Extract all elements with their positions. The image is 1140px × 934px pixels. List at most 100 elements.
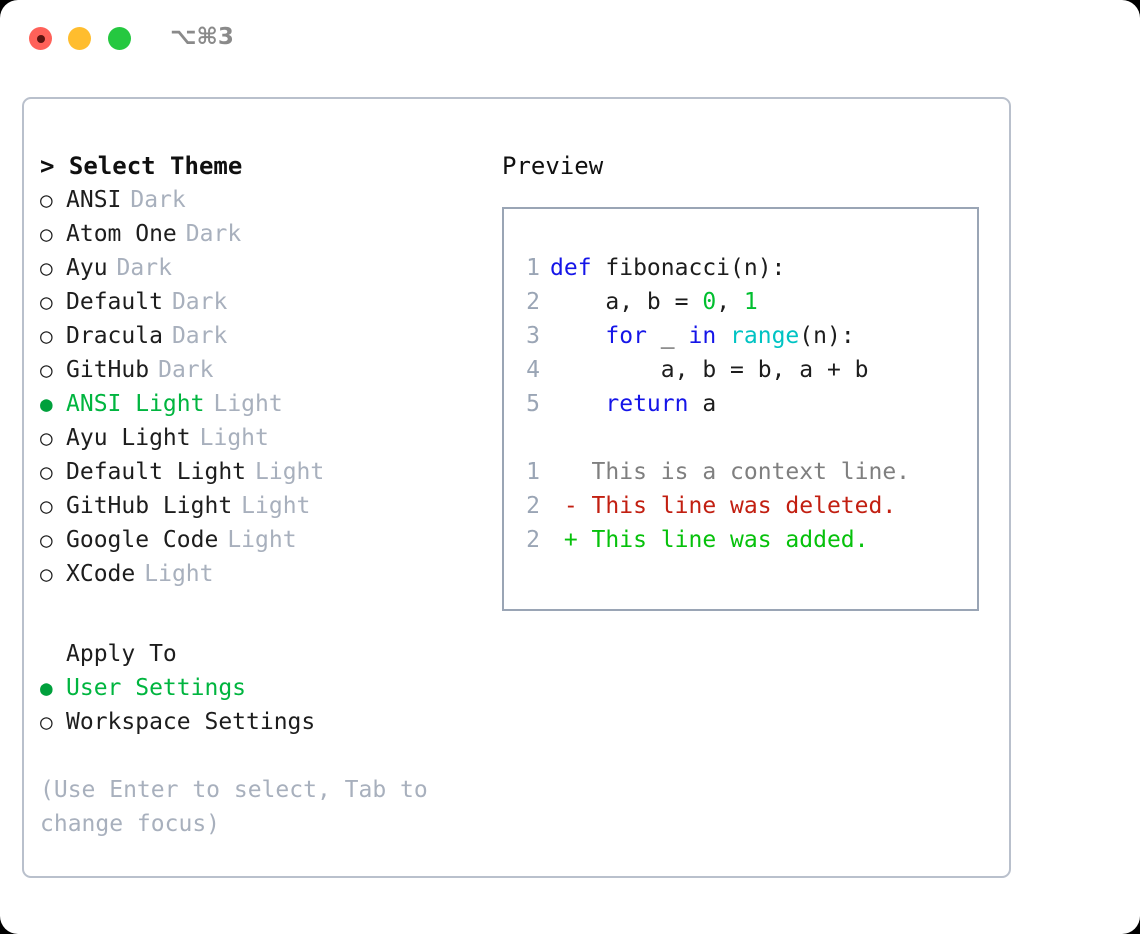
radio-unselected-icon: ○ bbox=[40, 358, 53, 382]
radio-unselected-icon: ○ bbox=[40, 494, 53, 518]
diff-line: 1 This is a context line. bbox=[504, 455, 977, 489]
theme-option-label: Default bbox=[66, 289, 163, 315]
code-text: a, b = 0, 1 bbox=[550, 285, 757, 319]
token-id: a bbox=[688, 391, 717, 417]
line-number: 1 bbox=[526, 459, 540, 485]
token-id: a, b = b, a + b bbox=[550, 357, 869, 383]
radio-unselected-icon: ○ bbox=[40, 290, 53, 314]
title-bar: ⌥⌘3 bbox=[0, 0, 1140, 78]
token-kw: def bbox=[550, 255, 592, 281]
theme-variant-tag: Dark bbox=[171, 289, 228, 315]
line-number: 2 bbox=[526, 527, 540, 553]
radio-unselected-icon: ○ bbox=[40, 188, 53, 212]
keyboard-hint-text: (Use Enter to select, Tab to change focu… bbox=[40, 777, 442, 837]
theme-option-atom-one[interactable]: ○ Atom One Dark bbox=[40, 217, 500, 251]
radio-selected-icon: ● bbox=[40, 676, 53, 700]
diff-text-ctx: This is a context line. bbox=[550, 459, 911, 485]
spacer bbox=[504, 421, 977, 455]
token-id: (n): bbox=[799, 323, 855, 349]
radio-unselected-icon: ○ bbox=[40, 562, 53, 586]
theme-variant-tag: Light bbox=[255, 459, 325, 485]
apply-to-list: ● User Settings ○ Workspace Settings bbox=[40, 671, 500, 739]
line-number: 2 bbox=[526, 289, 540, 315]
close-window-button[interactable] bbox=[29, 27, 52, 50]
line-number: 4 bbox=[526, 357, 540, 383]
theme-option-ayu[interactable]: ○ Ayu Dark bbox=[40, 251, 500, 285]
theme-option-xcode[interactable]: ○ XCode Light bbox=[40, 557, 500, 591]
maximize-window-button[interactable] bbox=[108, 27, 131, 50]
theme-option-label: Default Light bbox=[66, 459, 247, 485]
theme-option-default-light[interactable]: ○ Default Light Light bbox=[40, 455, 500, 489]
spacer bbox=[40, 591, 500, 637]
token-id: _ bbox=[646, 323, 689, 349]
apply-to-option-workspace-settings[interactable]: ○ Workspace Settings bbox=[40, 705, 500, 739]
diff-text-del: - This line was deleted. bbox=[550, 493, 897, 519]
keyboard-shortcut-label: ⌥⌘3 bbox=[170, 24, 234, 50]
radio-unselected-icon: ○ bbox=[40, 426, 53, 450]
theme-variant-tag: Dark bbox=[158, 357, 214, 383]
diff-line: 2 - This line was deleted. bbox=[504, 489, 977, 523]
apply-to-option-label: User Settings bbox=[66, 675, 247, 701]
theme-option-label: Ayu Light bbox=[66, 425, 191, 451]
theme-variant-tag: Light bbox=[241, 493, 311, 519]
theme-variant-tag: Light bbox=[213, 391, 283, 417]
radio-unselected-icon: ○ bbox=[40, 222, 53, 246]
theme-variant-tag: Dark bbox=[171, 323, 228, 349]
apply-to-option-user-settings[interactable]: ● User Settings bbox=[40, 671, 500, 705]
diff-text-add: + This line was added. bbox=[550, 527, 869, 553]
code-text: return a bbox=[550, 387, 716, 421]
token-id: a, b = bbox=[550, 289, 703, 315]
token-kw: return bbox=[605, 391, 689, 417]
theme-variant-tag: Light bbox=[144, 561, 214, 587]
theme-option-dracula[interactable]: ○ Dracula Dark bbox=[40, 319, 500, 353]
theme-option-label: XCode bbox=[66, 561, 136, 587]
radio-unselected-icon: ○ bbox=[40, 460, 53, 484]
theme-option-label: Ayu bbox=[66, 255, 108, 281]
radio-unselected-icon: ○ bbox=[40, 256, 53, 280]
theme-option-label: Dracula bbox=[66, 323, 163, 349]
code-line: 4 a, b = b, a + b bbox=[504, 353, 977, 387]
token-id bbox=[716, 323, 730, 349]
theme-option-default[interactable]: ○ Default Dark bbox=[40, 285, 500, 319]
apply-to-header: Apply To bbox=[66, 641, 177, 667]
theme-variant-tag: Dark bbox=[130, 187, 186, 213]
theme-variant-tag: Dark bbox=[116, 255, 172, 281]
preview-header: Preview bbox=[502, 152, 604, 180]
radio-unselected-icon: ○ bbox=[40, 710, 53, 734]
theme-variant-tag: Light bbox=[227, 527, 297, 553]
apply-to-option-label: Workspace Settings bbox=[66, 709, 316, 735]
minimize-window-button[interactable] bbox=[68, 27, 91, 50]
token-id bbox=[550, 323, 605, 349]
select-theme-header: > Select Theme bbox=[40, 152, 243, 180]
token-kw: in bbox=[688, 323, 717, 349]
theme-option-ansi-light[interactable]: ● ANSI Light Light bbox=[40, 387, 500, 421]
radio-selected-icon: ● bbox=[40, 392, 53, 416]
theme-option-label: Atom One bbox=[66, 221, 177, 247]
token-id bbox=[550, 391, 605, 417]
token-id: , bbox=[716, 289, 744, 315]
code-text: a, b = b, a + b bbox=[550, 353, 869, 387]
token-kw: for bbox=[605, 323, 647, 349]
theme-variant-tag: Dark bbox=[185, 221, 242, 247]
token-id: fibonacci(n): bbox=[591, 255, 786, 281]
code-text: def fibonacci(n): bbox=[550, 251, 785, 285]
line-number: 2 bbox=[526, 493, 540, 519]
code-line: 3 for _ in range(n): bbox=[504, 319, 977, 353]
radio-unselected-icon: ○ bbox=[40, 324, 53, 348]
token-fn: range bbox=[730, 323, 800, 349]
theme-option-label: ANSI Light bbox=[66, 391, 205, 417]
code-text: for _ in range(n): bbox=[550, 319, 855, 353]
diff-sample: 1 This is a context line.2 - This line w… bbox=[504, 455, 977, 557]
line-number: 5 bbox=[526, 391, 540, 417]
